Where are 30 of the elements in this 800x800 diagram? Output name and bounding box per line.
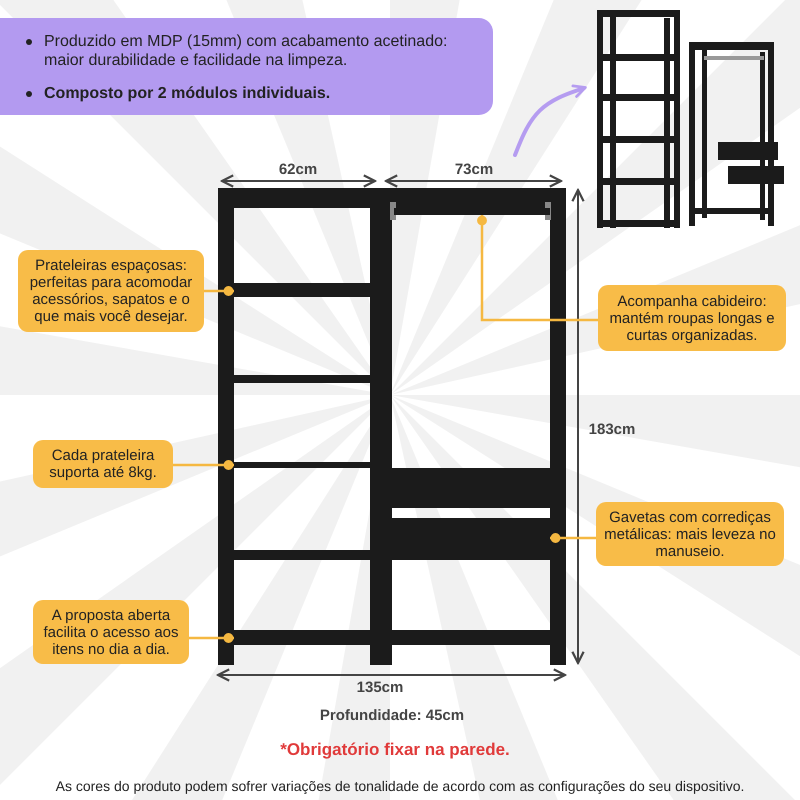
callout-box: [598, 285, 786, 351]
leader-line: [188, 633, 236, 643]
leader-line: [202, 286, 236, 296]
callout-box: [596, 502, 784, 566]
disclaimer-text: As cores do produto podem sofrer variações de tonalidade de acordo com as configurações do seu dispositivo.: [56, 778, 744, 794]
dim-label: 135cm: [356, 678, 404, 696]
dim-label: 73cm: [454, 160, 494, 178]
callout-text: Gavetas com corrediças metálicas: mais leveza no manuseio.: [603, 508, 777, 560]
depth-label: Profundidade: 45cm: [320, 706, 464, 724]
callout-box: [18, 250, 204, 332]
callout-text: Acompanha cabideiro: mantém roupas longas e curtas organizadas.: [608, 292, 776, 344]
arrow: [513, 84, 587, 157]
warning-text: *Obrigatório fixar na parede.: [280, 740, 510, 760]
shelf-board: [234, 630, 370, 645]
leader-line: [477, 214, 600, 322]
bullet-text: Produzido em MDP (15mm) com acabamento acetinado: maior durabilidade e facilidade na limpeza.: [44, 32, 448, 70]
info-panel: [0, 18, 493, 115]
leader-line: [172, 460, 236, 470]
bullet-text: Composto por 2 módulos individuais.: [44, 84, 330, 103]
leader-line: [548, 533, 598, 543]
dim-label: 183cm: [588, 420, 636, 438]
callout-box: [33, 600, 189, 664]
callout-text: Prateleiras espaçosas: perfeitas para acomodar acessórios, sapatos e o que mais você desejar.: [28, 257, 194, 325]
shelf-board: [394, 208, 550, 215]
shelf-board: [234, 283, 370, 297]
shelf-board: [234, 462, 370, 468]
dim-label: 62cm: [278, 160, 318, 178]
callout-box: [33, 440, 173, 488]
callout-text: Cada prateleira suporta até 8kg.: [48, 447, 158, 481]
callout-text: A proposta aberta facilita o acesso aos itens no dia a dia.: [42, 606, 180, 658]
